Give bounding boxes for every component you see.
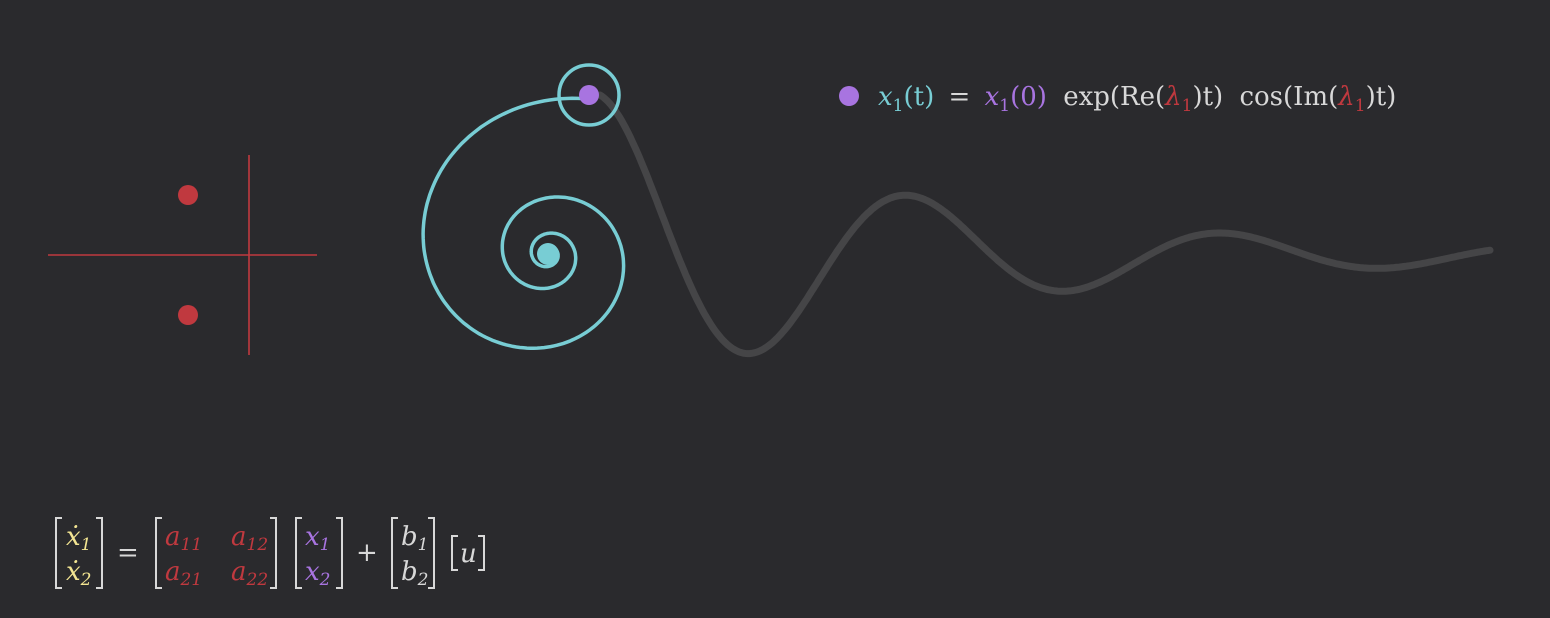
eq-after-lambda-1: )t) bbox=[1192, 82, 1223, 112]
x1-symbol: x bbox=[305, 522, 320, 552]
state-space-terms: ẋ1 ẋ2 = a11 a12 a21 a22 x1 x2 + b1 b2 u bbox=[66, 522, 477, 590]
eq-x1-sub: 1 bbox=[893, 96, 904, 116]
legend-initial-dot bbox=[839, 86, 859, 106]
a21-sub: 21 bbox=[180, 570, 203, 590]
x2-sub: 2 bbox=[319, 570, 331, 590]
eq-equals: = bbox=[949, 82, 971, 112]
a12-sub: 12 bbox=[247, 535, 269, 555]
eq-lambda-1: λ bbox=[1164, 82, 1181, 112]
solution-equation: x1(t) = x1(0) exp(Re(λ1)t) cos(Im(λ1)t) bbox=[839, 82, 1396, 116]
bracket-x-right bbox=[336, 517, 343, 589]
eq-x1: x bbox=[878, 82, 893, 112]
decaying-oscillation-curve bbox=[596, 91, 1494, 358]
bracket-b-left bbox=[391, 517, 398, 589]
bracket-x-left bbox=[295, 517, 302, 589]
complex-plane bbox=[48, 155, 317, 355]
x1-sub: 1 bbox=[320, 535, 331, 555]
bracket-a-left bbox=[155, 517, 162, 589]
b2: b2 bbox=[401, 557, 428, 590]
b1: b1 bbox=[401, 522, 428, 555]
initial-state-point bbox=[579, 85, 599, 105]
a11: a11 bbox=[165, 522, 202, 555]
eq-after-lambda-2: )t) bbox=[1366, 82, 1397, 112]
b2-symbol: b bbox=[401, 557, 418, 587]
bottom-equals: = bbox=[117, 538, 139, 568]
b1-symbol: b bbox=[401, 522, 418, 552]
bracket-xdot-left bbox=[55, 517, 62, 589]
phase-spiral-trajectory bbox=[421, 96, 626, 350]
eigenvalue-upper bbox=[178, 185, 198, 205]
a21-symbol: a bbox=[165, 557, 181, 587]
eq-x0-sub: 1 bbox=[999, 96, 1010, 116]
xdot-2-sub: 2 bbox=[80, 570, 92, 590]
eq-lambda-2-sub: 1 bbox=[1355, 96, 1366, 116]
eq-lambda-1-sub: 1 bbox=[1182, 96, 1193, 116]
state-space-equation bbox=[55, 517, 485, 589]
x2-symbol: x bbox=[305, 557, 320, 587]
eq-x0-arg: (0) bbox=[1010, 82, 1047, 112]
eq-lambda-2: λ bbox=[1337, 82, 1354, 112]
xdot-1: ẋ1 bbox=[66, 522, 92, 555]
spiral-equilibrium-point bbox=[537, 243, 559, 265]
a22-symbol: a bbox=[231, 557, 247, 587]
eq-x1-arg: (t) bbox=[904, 82, 935, 112]
bracket-u-right bbox=[478, 535, 485, 571]
solution-equation-text: x1(t) = x1(0) exp(Re(λ1)t) cos(Im(λ1)t) bbox=[878, 82, 1396, 116]
initial-state-ring bbox=[557, 63, 621, 127]
a12-symbol: a bbox=[231, 522, 247, 552]
a11-sub: 11 bbox=[181, 535, 203, 555]
a12: a12 bbox=[231, 522, 268, 555]
a11-symbol: a bbox=[165, 522, 181, 552]
a22-sub: 22 bbox=[246, 570, 269, 590]
a21: a21 bbox=[165, 557, 202, 590]
eq-cos: cos(Im( bbox=[1239, 82, 1338, 112]
bracket-xdot-right bbox=[96, 517, 103, 589]
eq-exp: exp(Re( bbox=[1063, 82, 1165, 112]
xdot-1-symbol: ẋ bbox=[66, 522, 81, 552]
x2: x2 bbox=[305, 557, 331, 590]
a22: a22 bbox=[231, 557, 268, 590]
eigenvalue-lower bbox=[178, 305, 198, 325]
bracket-u-left bbox=[451, 535, 458, 571]
xdot-2-symbol: ẋ bbox=[66, 557, 81, 587]
xdot-2: ẋ2 bbox=[66, 557, 92, 590]
x1: x1 bbox=[305, 522, 331, 555]
eq-x0: x bbox=[985, 82, 1000, 112]
xdot-1-sub: 1 bbox=[81, 535, 92, 555]
bracket-a-right bbox=[270, 517, 277, 589]
bottom-plus: + bbox=[356, 538, 378, 568]
bracket-b-right bbox=[428, 517, 435, 589]
b2-sub: 2 bbox=[417, 570, 429, 590]
b1-sub: 1 bbox=[418, 535, 429, 555]
u: u bbox=[460, 539, 477, 569]
